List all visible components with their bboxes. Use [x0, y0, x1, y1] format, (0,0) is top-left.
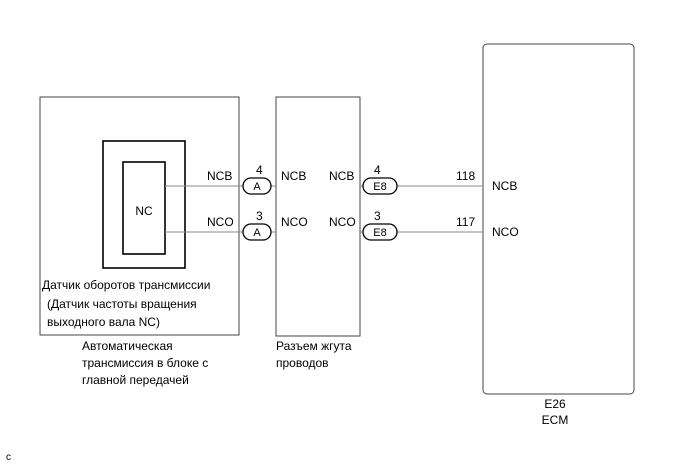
harness-caption-line1: Разъем жгута — [276, 339, 352, 353]
ecm-terminal-nco: NCO — [492, 225, 519, 239]
ecm-pin-117: 117 — [456, 215, 475, 229]
sensor-subtitle-line2: выходного вала NC) — [47, 315, 160, 329]
connector-e8-pin-number-4: 4 — [374, 163, 381, 177]
ecm-box — [482, 43, 635, 395]
terminal-ncb-sensor: NCB — [207, 169, 232, 183]
ecm-pin-118: 118 — [456, 169, 475, 183]
sensor-subtitle-line1: (Датчик частоты вращения — [47, 297, 197, 311]
connector-a-letter-top: A — [253, 181, 261, 193]
connector-a-letter-bottom: A — [253, 227, 261, 239]
connector-a-pin-4 — [242, 177, 272, 195]
connector-a-pin-number-3: 3 — [256, 209, 263, 223]
connector-e8-pin-3 — [362, 223, 398, 241]
harness-left-ncb: NCB — [281, 169, 306, 183]
ecm-terminal-ncb: NCB — [492, 179, 517, 193]
ecm-name: ECM — [542, 413, 569, 427]
connector-e8-code-top: E8 — [373, 181, 386, 193]
wire-harness-connector-box — [275, 96, 361, 337]
transmission-caption-line1: Автоматическая — [82, 339, 173, 353]
transmission-caption-line3: главной передачей — [82, 373, 189, 387]
terminal-nco-sensor: NCO — [207, 215, 234, 229]
harness-caption-line2: проводов — [276, 356, 329, 370]
harness-right-nco: NCO — [329, 215, 356, 229]
connector-a-pin-number-4: 4 — [256, 163, 263, 177]
connector-e8-pin-number-3: 3 — [374, 209, 381, 223]
harness-right-ncb: NCB — [329, 169, 354, 183]
connector-a-pin-3 — [242, 223, 272, 241]
footer-mark: c — [6, 452, 11, 463]
speed-sensor-inner-frame — [122, 161, 166, 255]
ecm-code: E26 — [544, 397, 566, 411]
connector-e8-pin-4 — [362, 177, 398, 195]
transmission-caption-line2: трансмиссия в блоке с — [82, 356, 208, 370]
sensor-nc-label: NC — [135, 204, 153, 218]
connector-e8-code-bottom: E8 — [373, 227, 386, 239]
sensor-title: Датчик оборотов трансмиссии — [42, 278, 210, 292]
harness-left-nco: NCO — [281, 215, 308, 229]
